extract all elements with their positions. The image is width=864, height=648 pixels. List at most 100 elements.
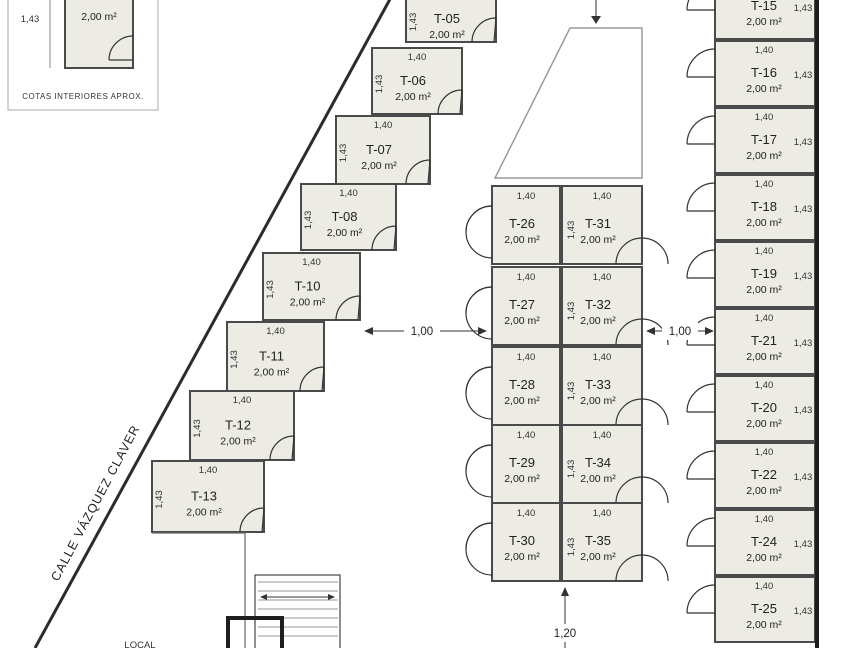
unit-area: 2,00 m² [580,473,616,485]
unit-id: T-07 [366,142,392,157]
unit-width: 1,40 [302,257,321,268]
unit-height: 1,43 [374,75,385,94]
unit-t-35[interactable]: 1,40T-352,00 m²1,43 [561,502,669,582]
unit-t-22[interactable]: 1,40T-222,00 m²1,43 [686,442,816,509]
unit-width: 1,40 [755,581,774,592]
unit-t-30[interactable]: 1,40T-302,00 m² [465,502,561,582]
door-icon [465,522,493,576]
unit-area: 2,00 m² [395,91,431,103]
unit-width: 1,40 [199,465,218,476]
unit-height: 1,43 [566,302,577,321]
aisle-right-dimension: 1,00 [646,322,714,340]
unit-width: 1,40 [408,52,427,63]
unit-t-28[interactable]: 1,40T-282,00 m² [465,346,561,426]
door-icon [686,450,716,480]
unit-t-18[interactable]: 1,40T-182,00 m²1,43 [686,174,816,241]
door-leaf-icon [615,318,643,346]
aisle-bottom-arrow-icon [561,587,569,596]
unit-height: 1,43 [794,137,813,148]
unit-box [226,321,325,392]
unit-area: 2,00 m² [361,160,397,172]
unit-box [300,183,397,251]
stairs-boundary [152,532,246,648]
unit-t-25[interactable]: 1,40T-252,00 m²1,43 [686,576,816,643]
street-wall [33,0,392,648]
unit-width: 1,40 [517,430,536,441]
stairs-frame [254,574,341,648]
unit-t-33[interactable]: 1,40T-332,00 m²1,43 [561,346,669,426]
legend-note: COTAS INTERIORES APROX. [22,92,144,101]
door-leaf [291,435,295,461]
unit-t-20[interactable]: 1,40T-202,00 m²1,43 [686,375,816,442]
unit-t-15[interactable]: T-152,00 m²1,43 [686,0,816,40]
door-leaf-icon [465,444,493,472]
door-icon [641,476,669,504]
unit-box [714,442,816,509]
unit-height: 1,43 [229,350,240,369]
unit-height: 1,43 [192,419,203,438]
unit-t-17[interactable]: 1,40T-172,00 m²1,43 [686,107,816,174]
unit-t-16[interactable]: 1,40T-162,00 m²1,43 [686,40,816,107]
unit-id: T-05 [434,11,460,26]
unit-height: 1,43 [265,280,276,299]
unit-height: 1,43 [794,70,813,81]
unit-area: 2,00 m² [746,284,782,296]
unit-area: 2,00 m² [746,552,782,564]
unit-t-21[interactable]: 1,40T-212,00 m²1,43 [686,308,816,375]
unit-t-34[interactable]: 1,40T-342,00 m²1,43 [561,424,669,504]
unit-area: 2,00 m² [220,436,256,448]
unit-area: 2,00 m² [746,351,782,363]
aisle-left-label-bg [404,322,440,340]
unit-t-24[interactable]: 1,40T-242,00 m²1,43 [686,509,816,576]
unit-area: 2,00 m² [504,473,540,485]
unit-area: 2,00 m² [746,83,782,95]
unit-height: 1,43 [338,144,349,163]
aisle-bottom-label-bg [546,624,584,642]
unit-height: 1,43 [794,271,813,282]
door-leaf-icon [465,366,493,394]
unit-t-29[interactable]: 1,40T-29 2,00 m² [465,424,561,504]
unit-box [561,185,643,265]
unit-width: 1,40 [593,352,612,363]
unit-height: 1,43 [566,221,577,240]
unit-t-31[interactable]: 1,40T-312,00 m²1,43 [561,185,669,265]
unit-area: 2,00 m² [504,551,540,563]
door-icon [641,554,669,582]
unit-t-26[interactable]: 1,40T-262,00 m² [465,185,561,265]
door-icon [405,159,431,185]
unit-id: T-20 [751,400,777,415]
unit-area: 2,00 m² [746,485,782,497]
door-icon [269,435,295,461]
street-name: CALLE VÁZQUEZ CLAVER [47,422,142,583]
unit-id: T-35 [585,533,611,548]
door-icon [239,507,265,533]
unit-t-19[interactable]: 1,40T-192,00 m²1,43 [686,241,816,308]
unit-t-27[interactable]: 1,40T-272,00 m² [465,266,561,346]
unit-id: T-08 [331,209,357,224]
door-icon [686,115,716,145]
unit-t-32[interactable]: 1,40T-322,00 m²1,43 [561,266,669,346]
aisle-left-arrow-start-icon [364,327,373,335]
unit-area: 2,00 m² [504,315,540,327]
unit-box [561,502,643,582]
unit-height: 1,43 [303,211,314,230]
unit-id: T-29 [509,455,535,470]
aisle-bottom-label: 1,20 [554,628,576,640]
aisle-right-label-bg [662,322,698,340]
unit-box [561,424,643,504]
unit-width: 1,40 [266,326,285,337]
unit-box [714,576,816,643]
unit-width: 1,40 [755,45,774,56]
door-leaf-icon [465,522,493,550]
aisle-right-arrow-start-icon [646,327,655,335]
unit-area: 2,00 m² [580,395,616,407]
